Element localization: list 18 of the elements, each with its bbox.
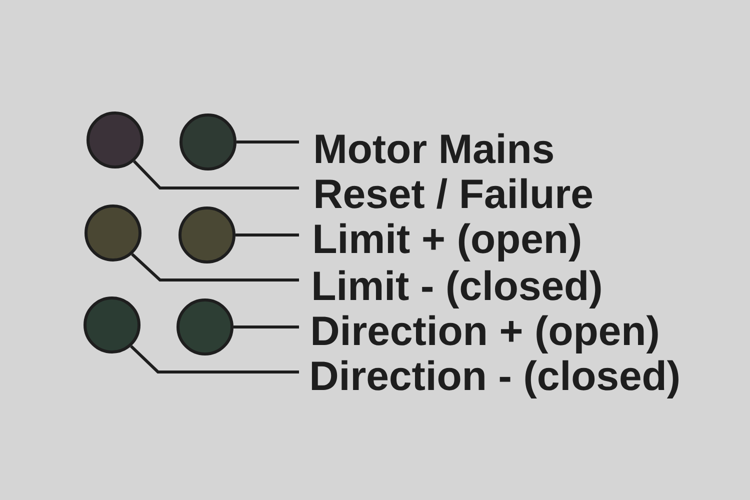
- led-indicator: [84, 204, 142, 262]
- leader-line: [236, 140, 299, 144]
- leader-line: [131, 253, 299, 282]
- leader-line: [130, 345, 299, 374]
- led-indicator: [178, 206, 236, 264]
- led-indicator: [86, 112, 144, 168]
- led-indicator: [176, 298, 234, 356]
- indicator-label: Limit - (closed): [314, 270, 601, 308]
- leader-line: [133, 160, 299, 190]
- indicator-label: Reset / Failure: [316, 178, 592, 209]
- indicator-label: Motor Mains: [316, 133, 553, 164]
- led-indicator: [84, 296, 140, 354]
- indicator-label: Limit + (open): [314, 223, 580, 262]
- indicator-label: Direction - (closed): [312, 360, 678, 398]
- led-indicator: [180, 114, 236, 170]
- leader-line: [234, 325, 299, 328]
- leader-line: [236, 234, 299, 236]
- indicator-label: Direction + (open): [312, 315, 658, 354]
